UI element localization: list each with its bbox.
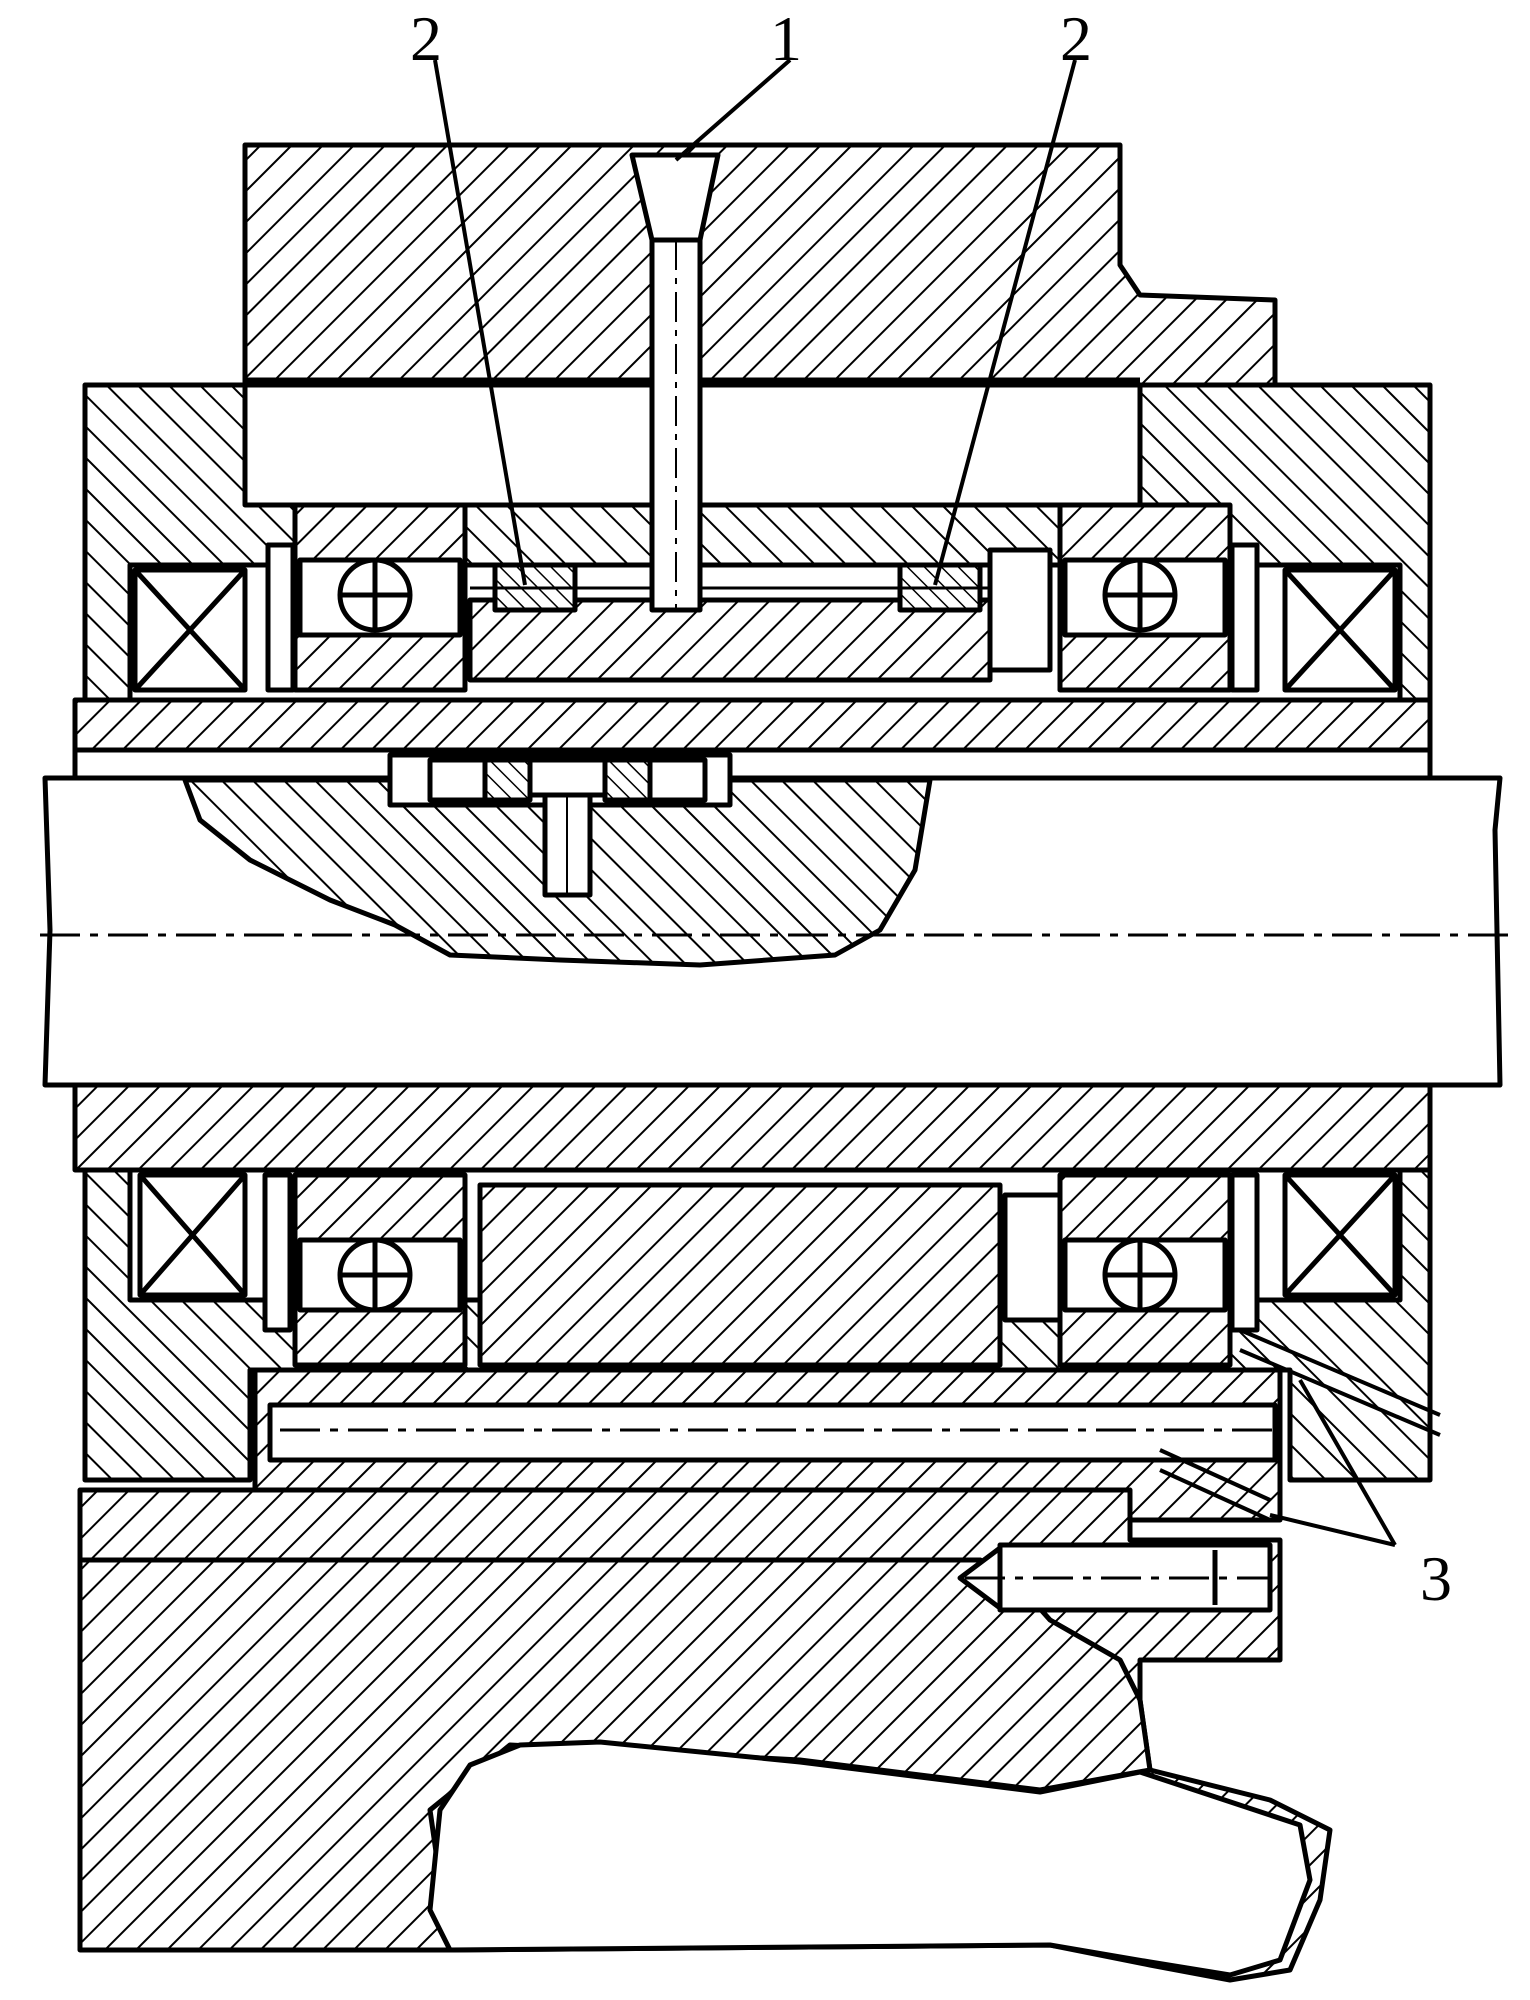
leader-lines bbox=[433, 58, 1397, 1547]
callout-2-left: 2 bbox=[410, 3, 442, 74]
upper-right-spacer bbox=[1229, 542, 1260, 693]
upper-right-roller-bearing bbox=[1282, 567, 1398, 693]
upper-left-roller-bearing bbox=[132, 567, 248, 693]
oil-passage-3 bbox=[1159, 1328, 1441, 1522]
callout-3: 3 bbox=[1420, 1543, 1452, 1614]
callout-2-right: 2 bbox=[1060, 3, 1092, 74]
base-cavity bbox=[427, 1739, 1313, 1978]
lower-right-ball-bearing bbox=[1002, 1172, 1233, 1368]
upper-sleeve bbox=[72, 697, 1433, 781]
upper-left-ball-bearing bbox=[292, 502, 468, 693]
callout-1: 1 bbox=[770, 3, 802, 74]
lower-left-spacer bbox=[262, 1172, 293, 1333]
lower-left-ball-bearing bbox=[292, 1172, 468, 1368]
lower-right-roller-bearing bbox=[1282, 1172, 1398, 1298]
lubrication-nipple-1 bbox=[629, 152, 721, 613]
upper-left-spacer bbox=[265, 542, 296, 693]
upper-hub bbox=[467, 562, 993, 683]
lower-right-spacer bbox=[1229, 1172, 1260, 1333]
lower-sleeve bbox=[72, 1082, 1433, 1173]
lower-left-roller-bearing bbox=[137, 1172, 248, 1298]
top-wheel-block bbox=[242, 142, 1278, 498]
dowel-pin bbox=[957, 1542, 1273, 1613]
lower-center-block bbox=[477, 1182, 1003, 1368]
main-shaft bbox=[42, 752, 1503, 1088]
